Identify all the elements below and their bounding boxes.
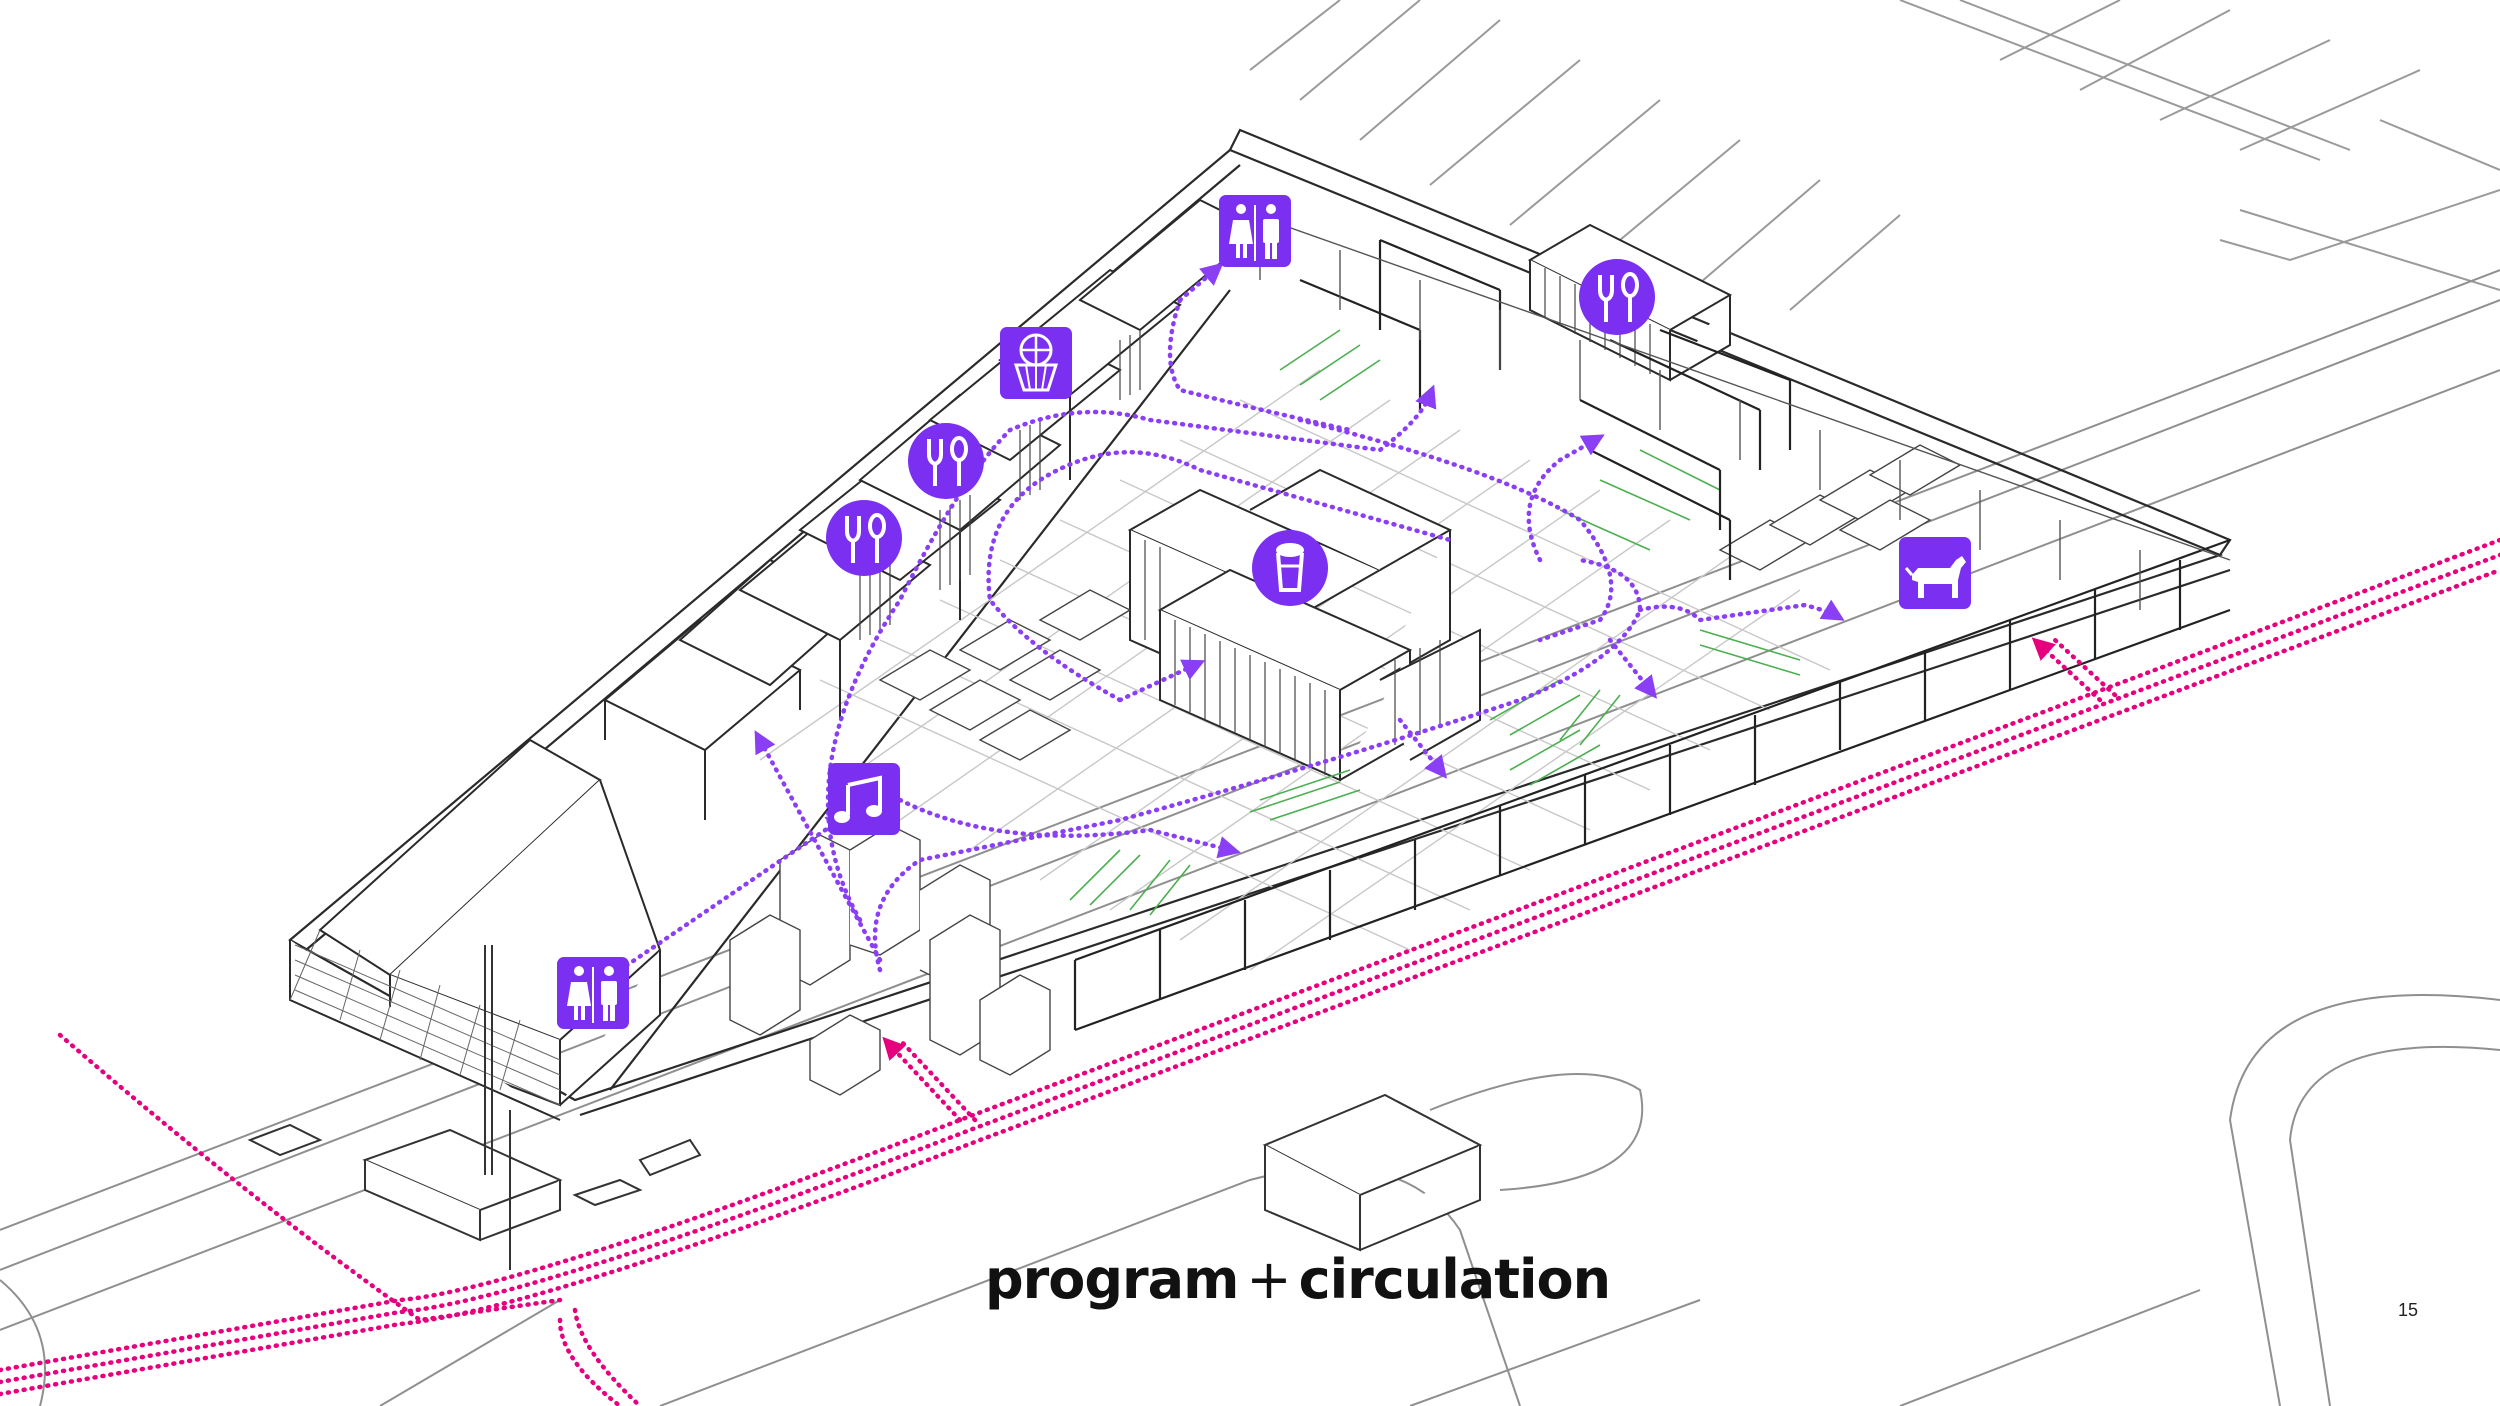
street-circulation-paths (0, 537, 2500, 1406)
west-stacked-crates (289, 929, 561, 1106)
building-across-road (1262, 1093, 1483, 1252)
food-icon-west-upper (908, 423, 984, 499)
west-food-stalls (603, 198, 1262, 820)
food-icon-northeast (1579, 259, 1655, 335)
parking-lot-lines (1249, 0, 2500, 311)
page-number: 15 (2398, 1300, 2419, 1320)
entry-crate-stacks (729, 824, 1051, 1096)
west-warehouse (289, 738, 662, 1121)
basketball-icon (1000, 327, 1072, 399)
music-stage-icon (828, 763, 900, 835)
roads (0, 269, 2500, 1406)
food-icon-west-lower (826, 500, 902, 576)
restroom-icon-south (557, 957, 629, 1029)
title-circulation: circulation (1298, 1248, 1611, 1311)
central-bar-containers (1127, 468, 1481, 782)
dog-park-icon (1899, 537, 1971, 609)
entry-sign-structure (247, 945, 702, 1270)
diagram-title: program+circulation (985, 1248, 1611, 1311)
title-program: program (985, 1248, 1239, 1311)
south-fence (1073, 538, 2231, 1032)
internal-circulation-paths (617, 262, 1845, 973)
picnic-tables (1069, 329, 1801, 916)
stall-slats (859, 330, 1141, 640)
seating-block-cluster (878, 444, 1962, 761)
restroom-icon-north (1219, 195, 1291, 267)
title-plus: + (1246, 1248, 1291, 1311)
bar-container-slats (1144, 540, 1441, 775)
beer-bar-icon (1252, 530, 1328, 606)
